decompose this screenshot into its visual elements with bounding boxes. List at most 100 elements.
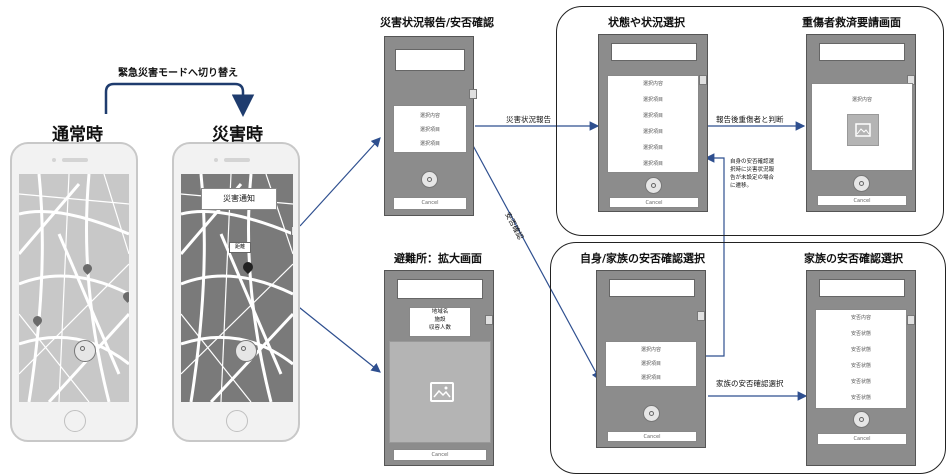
state-option-card: 選択内容 選択項目 選択項目 選択項目 選択項目 選択項目 [607,75,699,173]
disaster-mode-phone: 災害通知 距離 [172,142,300,442]
family-option-card: 選択内容 選択項目 選択項目 [605,341,697,387]
shelter-screen: 地域名 施設 収容人数 Cancel [384,270,494,466]
image-placeholder-icon [430,382,454,402]
home-icon[interactable] [645,177,662,194]
current-location-icon[interactable] [74,340,96,362]
map-view[interactable] [19,174,129,402]
option-row[interactable]: 安否状態 [850,331,871,337]
cancel-button[interactable]: Cancel [607,431,697,442]
rescue-screen: 選択内容 Cancel [806,34,916,212]
family-status-card: 安否内容 安否状態 安否状態 安否状態 安否状態 安否状態 [815,309,907,409]
mode-switch-label: 緊急災害モードへ切り替え [118,68,238,79]
shelter-panel-title: 避難所：拡大画面 [394,252,482,265]
option-row[interactable]: 選択項目 [642,161,663,167]
option-row[interactable]: 安否状態 [850,347,871,353]
option-row[interactable]: 選択項目 [419,127,440,133]
arrow-to-report [299,137,381,227]
option-row[interactable]: 選択項目 [640,361,661,367]
family-select-panel-title: 自身/家族の安否確認選択 [580,252,706,265]
map-view[interactable]: 災害通知 距離 [181,174,293,402]
cancel-button[interactable]: Cancel [817,433,907,445]
family-status-panel-title: 家族の安否確認選択 [804,252,903,265]
side-tab[interactable] [697,311,705,321]
label-family-to-status: 家族の安否確認選択 [716,379,784,388]
option-row[interactable]: 選択項目 [640,375,661,381]
cancel-button[interactable]: Cancel [393,449,487,461]
home-icon[interactable] [643,405,660,422]
note-line: に遷移。 [730,183,753,189]
report-panel-title: 災害状況報告/安否確認 [380,16,495,29]
label-report-to-state: 災害状況報告 [506,115,551,124]
header-bar [609,279,695,297]
note-line: 自身の安否確認選 [730,159,775,165]
disaster-mode-label: 災害時 [212,125,263,145]
cancel-button[interactable]: Cancel [393,197,467,210]
header-bar [819,279,905,297]
normal-mode-phone [10,142,138,442]
side-tab[interactable] [291,226,293,236]
disaster-notice-banner[interactable]: 災害通知 [201,188,277,210]
camera-icon [52,158,56,162]
street-map-graphic [19,174,129,402]
safety-flow-group [550,242,946,474]
region-name: 地域名 [431,309,449,315]
home-button[interactable] [64,410,86,432]
note-line: 告が未設定の場合 [730,175,775,181]
facility-name: 施設 [434,317,446,323]
rescue-card: 選択内容 [811,83,913,171]
note-line: 択時に災害状況報 [730,167,775,173]
option-row[interactable]: 安否状態 [850,395,871,401]
image-icon-graphic [855,123,871,137]
home-icon[interactable] [853,411,870,428]
report-option-card: 選択内容 選択項目 選択項目 [393,105,467,153]
option-row[interactable]: 安否状態 [850,379,871,385]
family-select-screen: 選択内容 選択項目 選択項目 Cancel [596,270,706,448]
capacity: 収容人数 [428,325,451,331]
option-row[interactable]: 選択内容 [419,113,440,119]
report-flow-group [556,6,944,236]
state-panel-title: 状態や状況選択 [608,16,685,29]
cancel-button[interactable]: Cancel [817,195,907,206]
image-icon-graphic [433,386,451,398]
option-row[interactable]: 安否内容 [850,315,871,321]
side-tab[interactable] [907,315,915,325]
option-row[interactable]: 選択内容 [640,347,661,353]
option-row[interactable]: 選択項目 [642,145,663,151]
label-state-to-rescue: 報告後重傷者と判断 [716,115,784,124]
option-row[interactable]: 選択項目 [642,129,663,135]
mode-switch-arrow [104,82,255,117]
image-placeholder-icon [847,114,879,146]
header-bar [397,279,483,299]
current-location-icon[interactable] [235,340,257,362]
option-row[interactable]: 選択項目 [642,97,663,103]
state-screen: 選択内容 選択項目 選択項目 選択項目 選択項目 選択項目 Cancel [598,34,708,212]
family-status-screen: 安否内容 安否状態 安否状態 安否状態 安否状態 安否状態 Cancel [806,270,916,466]
option-row[interactable]: 選択項目 [642,113,663,119]
camera-icon [214,158,218,162]
speaker-icon [224,158,250,162]
speaker-icon [62,158,88,162]
home-icon[interactable] [853,175,870,192]
normal-mode-label: 通常時 [52,125,103,145]
family-back-note: 自身の安否確認選 択時に災害状況報 告が未設定の場合 に遷移。 [730,158,774,190]
arrow-report-to-family [469,139,601,382]
shelter-info-card: 地域名 施設 収容人数 [409,307,471,337]
side-tab[interactable] [485,315,493,325]
side-tab[interactable] [699,75,707,85]
header-bar [395,49,465,71]
option-row[interactable]: 安否状態 [850,363,871,369]
header-bar [819,43,905,61]
cancel-button[interactable]: Cancel [609,197,699,208]
street-map-graphic [181,174,293,402]
home-button[interactable] [226,410,248,432]
home-icon[interactable] [421,171,438,188]
shelter-image-area [389,341,491,443]
option-row[interactable]: 選択項目 [419,141,440,147]
side-tab[interactable] [469,89,477,99]
option-row[interactable]: 選択内容 [642,81,663,87]
report-screen: 選択内容 選択項目 選択項目 Cancel [384,36,477,216]
rescue-panel-title: 重傷者救済要請画面 [802,16,901,29]
option-row[interactable]: 選択内容 [851,97,872,103]
pin-distance-label: 距離 [229,242,251,253]
